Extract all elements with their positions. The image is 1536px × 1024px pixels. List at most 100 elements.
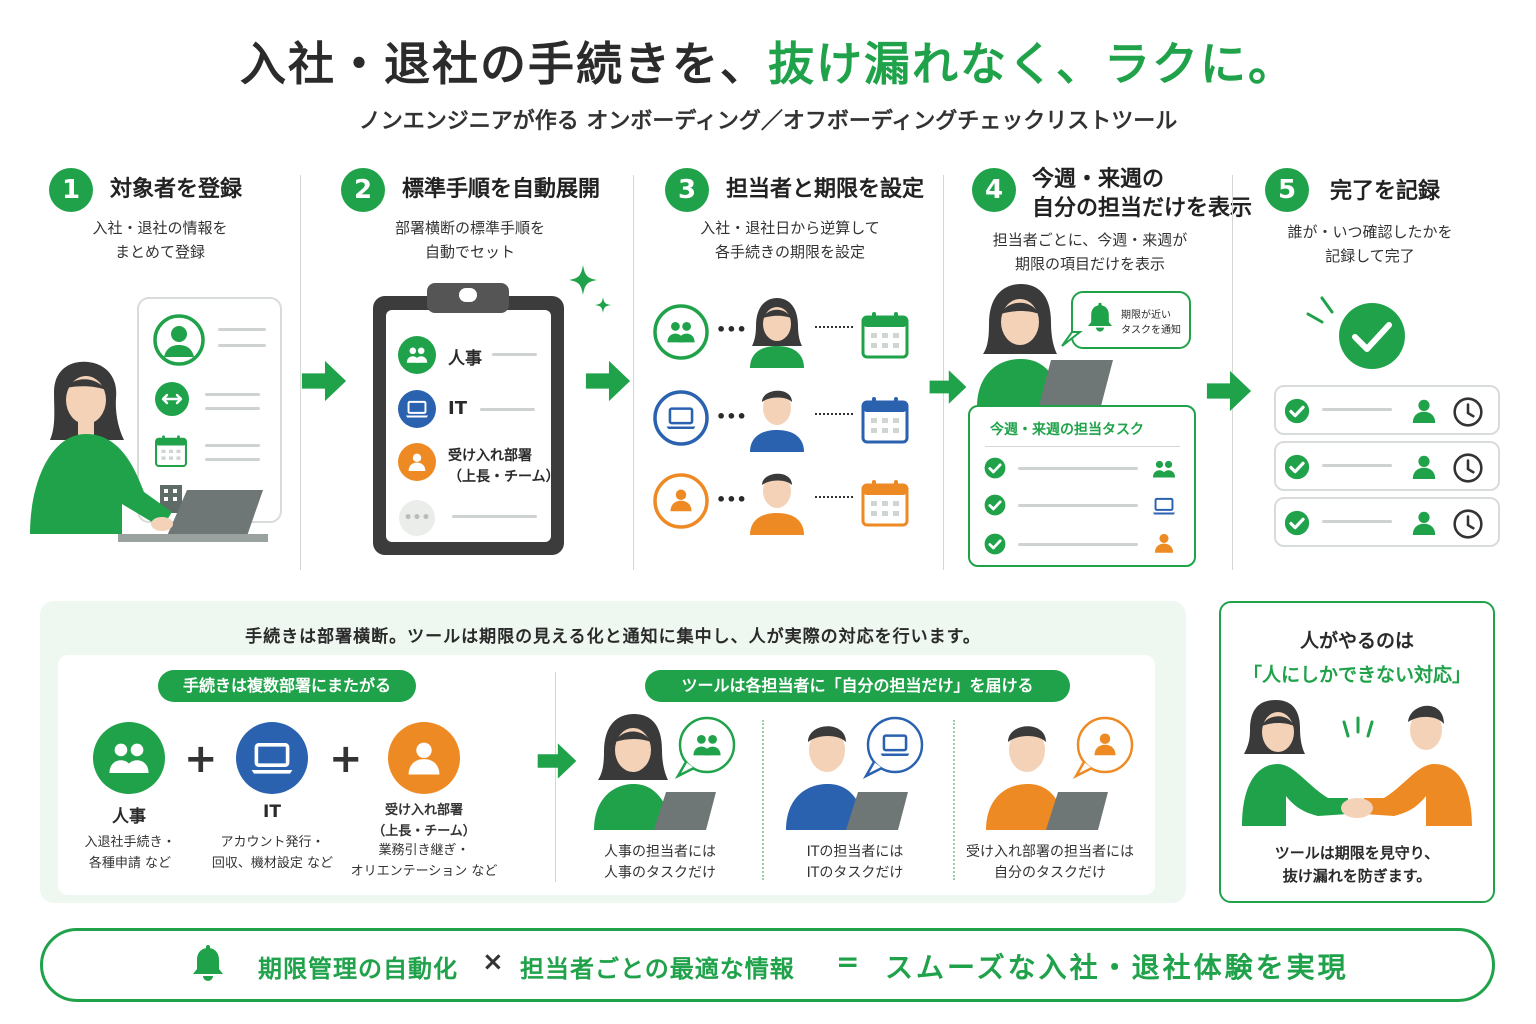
receiving-department-icon: [388, 722, 460, 794]
step-3-title: 担当者と期限を設定: [726, 177, 925, 202]
it-department-icon: [236, 722, 308, 794]
dept-task-icon: [1151, 530, 1177, 556]
flow-arrow-icon: [536, 740, 578, 782]
hr-assignee-illustration: [594, 714, 716, 830]
step-divider: [300, 175, 301, 570]
step-4-number: 4: [972, 168, 1016, 212]
dept-speech-bubble-icon: [1072, 716, 1134, 779]
step-divider: [943, 175, 944, 570]
step-1-title: 対象者を登録: [110, 177, 243, 202]
flow-arrow-icon: [1205, 367, 1253, 415]
clipboard-item-it: IT: [448, 398, 467, 419]
banner-times: ×: [482, 947, 504, 977]
step-4-desc: 担当者ごとに、今週・来週が期限の項目だけを表示: [992, 231, 1188, 273]
clipboard-item-hr: 人事: [448, 349, 482, 369]
hr-department-name: 人事: [112, 807, 146, 827]
it-assignee-illustration: [786, 726, 908, 830]
step-1-number: 1: [49, 168, 93, 212]
more-icon: •••: [399, 500, 435, 536]
calendar-green-icon: [860, 310, 910, 360]
multi-department-pill: 手続きは複数部署にまたがる: [158, 670, 416, 702]
human-box-caption: ツールは期限を見守り、抜け漏れを防ぎます。: [1274, 844, 1440, 885]
step-2-desc: 部署横断の標準手順を自動でセット: [394, 219, 545, 261]
it-department-detail: アカウント発行・回収、機材設定 など: [211, 835, 334, 871]
dept-assignee-illustration: [986, 726, 1108, 830]
step-1-desc: 入社・退社の情報をまとめて登録: [92, 219, 228, 261]
dots-icon: •••: [716, 490, 747, 509]
human-box-heading: 人がやるのは: [1299, 630, 1414, 652]
receiving-dept-icon: [398, 443, 436, 481]
record-check-icon: [1283, 509, 1311, 537]
flow-arrow-icon: [928, 367, 968, 407]
it-task-icon: [1151, 493, 1177, 519]
banner-equals: =: [836, 945, 860, 978]
handshake-illustration: [1242, 700, 1472, 826]
person-registering-illustration: [30, 361, 268, 542]
hr-speech-bubble-icon: [674, 716, 736, 779]
step-3-desc: 入社・退社日から逆算して各手続きの期限を設定: [700, 219, 880, 261]
calendar-blue-icon: [860, 395, 910, 445]
building-icon: [160, 485, 182, 513]
record-check-icon: [1283, 397, 1311, 425]
page-subtitle: ノンエンジニアが作る オンボーディング／オフボーディングチェックリストツール: [358, 109, 1178, 134]
man-dept-assignee-icon: [750, 473, 804, 535]
record-check-icon: [1283, 453, 1311, 481]
bell-icon: [188, 942, 228, 986]
plus-icon: +: [329, 736, 363, 782]
deliver-own-tasks-pill: ツールは各担当者に「自分の担当だけ」を届ける: [645, 670, 1070, 702]
it-circle-icon: [653, 390, 709, 446]
step-divider: [1232, 175, 1233, 570]
clock-icon: [1452, 396, 1484, 428]
step-5-desc: 誰が・いつ確認したかを記録して完了: [1287, 223, 1453, 265]
flow-arrow-icon: [300, 357, 348, 405]
dots-icon: •••: [716, 320, 747, 339]
calendar-orange-icon: [860, 478, 910, 528]
hr-circle-icon: [653, 304, 709, 360]
bell-icon: [1084, 300, 1116, 336]
banner-optimal-info: 担当者ごとの最適な情報: [520, 955, 795, 983]
it-icon: [398, 390, 436, 428]
task-check-icon: [983, 456, 1007, 480]
receiving-department-name: 受け入れ部署（上長・チーム）: [372, 803, 476, 839]
clock-icon: [1452, 508, 1484, 540]
page-title: 入社・退社の手続きを、抜け漏れなく、ラクに。: [0, 28, 1536, 94]
hr-department-icon: [93, 722, 165, 794]
human-box-subheading: 「人にしかできない対応」: [1242, 664, 1471, 686]
step-5-title: 完了を記録: [1330, 179, 1441, 204]
woman-assignee-icon: [750, 298, 804, 368]
user-icon: [1408, 507, 1440, 539]
step-5-number: 5: [1265, 168, 1309, 212]
hr-icon: [398, 336, 436, 374]
clipboard-item-dept: 受け入れ部署（上長・チーム）: [448, 448, 560, 485]
it-department-name: IT: [263, 802, 281, 822]
step-2-title: 標準手順を自動展開: [402, 177, 601, 202]
sparkle-icon: [569, 265, 611, 313]
task-check-icon: [983, 532, 1007, 556]
banner-result: スムーズな入社・退社体験を実現: [885, 951, 1349, 984]
user-icon: [1408, 395, 1440, 427]
person-with-laptop-illustration: [977, 284, 1113, 407]
hr-task-icon: [1151, 456, 1177, 482]
step-3-number: 3: [665, 168, 709, 212]
step-4-title: 今週・来週の自分の担当だけを表示: [1032, 167, 1253, 221]
user-avatar-icon: [153, 314, 205, 366]
notification-text: 期限が近いタスクを通知: [1121, 310, 1181, 336]
notification-bubble: [1071, 291, 1191, 349]
it-speech-bubble-icon: [862, 716, 924, 779]
banner-automation: 期限管理の自動化: [258, 955, 458, 983]
completed-check-icon: [1306, 296, 1405, 369]
dept-assignee-caption: 受け入れ部署の担当者には自分のタスクだけ: [966, 844, 1134, 881]
clock-icon: [1452, 452, 1484, 484]
transfer-icon: [155, 382, 189, 416]
plus-icon: +: [184, 736, 218, 782]
my-tasks-title: 今週・来週の担当タスク: [990, 422, 1144, 438]
flow-arrow-icon: [584, 357, 632, 405]
receiving-department-detail: 業務引き継ぎ・オリエンテーション など: [350, 843, 498, 879]
step-divider: [633, 175, 634, 570]
title-main: 入社・退社の手続きを、: [240, 37, 768, 91]
man-it-assignee-icon: [750, 390, 804, 452]
cross-department-headline: 手続きは部署横断。ツールは期限の見える化と通知に集中し、人が実際の対応を行います…: [245, 627, 981, 647]
dept-circle-icon: [653, 473, 709, 529]
hr-assignee-caption: 人事の担当者には人事のタスクだけ: [604, 844, 716, 881]
